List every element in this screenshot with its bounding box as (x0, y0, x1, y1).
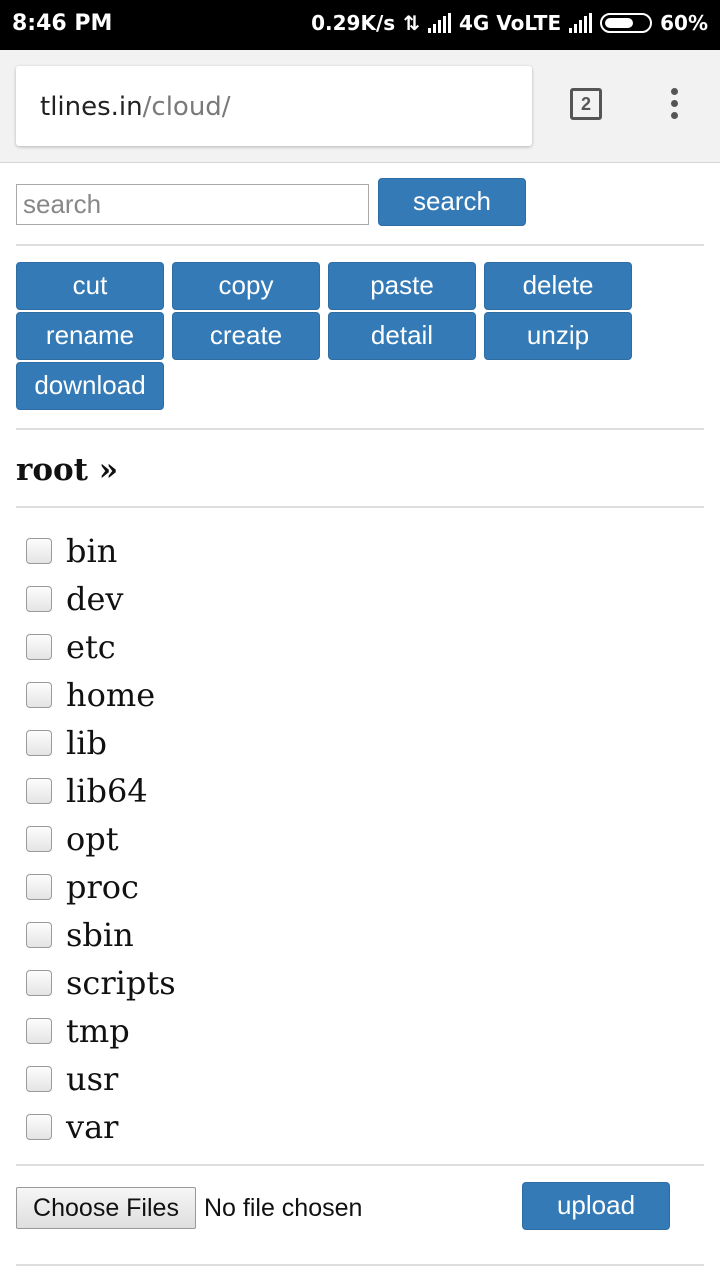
download-button[interactable]: download (16, 362, 164, 410)
file-checkbox[interactable] (26, 682, 52, 708)
search-button[interactable]: search (378, 178, 526, 226)
file-row[interactable]: etc (16, 623, 116, 671)
network-type: 4G VoLTE (458, 11, 562, 35)
file-name-link[interactable]: scripts (66, 964, 176, 1002)
file-checkbox[interactable] (26, 778, 52, 804)
file-name-link[interactable]: etc (66, 628, 116, 666)
unzip-button[interactable]: unzip (484, 312, 632, 360)
file-checkbox[interactable] (26, 634, 52, 660)
signal-icon (427, 13, 451, 33)
file-checkbox[interactable] (26, 1018, 52, 1044)
file-row[interactable]: lib (16, 719, 107, 767)
file-row[interactable]: tmp (16, 1007, 130, 1055)
search-input[interactable] (16, 184, 369, 225)
network-speed: 0.29K/s (311, 11, 396, 35)
tab-switcher-button[interactable]: 2 (570, 88, 602, 120)
status-time: 8:46 PM (12, 11, 113, 36)
url-path: /cloud/ (142, 92, 231, 122)
file-name-link[interactable]: lib (66, 724, 107, 762)
copy-button[interactable]: copy (172, 262, 320, 310)
file-row[interactable]: var (16, 1103, 118, 1151)
file-checkbox[interactable] (26, 970, 52, 996)
file-row[interactable]: proc (16, 863, 139, 911)
file-row[interactable]: bin (16, 527, 117, 575)
file-name-link[interactable]: home (66, 676, 156, 714)
upload-button[interactable]: upload (522, 1182, 670, 1230)
file-name-link[interactable]: dev (66, 580, 124, 618)
file-status-text: No file chosen (204, 1194, 363, 1222)
file-row[interactable]: lib64 (16, 767, 148, 815)
file-row[interactable]: sbin (16, 911, 134, 959)
file-checkbox[interactable] (26, 1114, 52, 1140)
browser-toolbar: tlines.in/cloud/ 2 (0, 50, 720, 163)
address-bar[interactable]: tlines.in/cloud/ (16, 66, 532, 146)
file-checkbox[interactable] (26, 826, 52, 852)
file-name-link[interactable]: usr (66, 1060, 119, 1098)
divider (16, 428, 704, 430)
cut-button[interactable]: cut (16, 262, 164, 310)
file-name-link[interactable]: proc (66, 868, 139, 906)
overflow-menu-icon[interactable] (668, 88, 680, 124)
file-checkbox[interactable] (26, 1066, 52, 1092)
file-name-link[interactable]: lib64 (66, 772, 148, 810)
file-name-link[interactable]: tmp (66, 1012, 130, 1050)
file-checkbox[interactable] (26, 730, 52, 756)
status-bar: 8:46 PM 0.29K/s ⇅ 4G VoLTE 60% (0, 0, 720, 50)
create-button[interactable]: create (172, 312, 320, 360)
file-row[interactable]: scripts (16, 959, 176, 1007)
search-form: search (16, 178, 704, 228)
divider (16, 506, 704, 508)
file-checkbox[interactable] (26, 586, 52, 612)
file-row[interactable]: dev (16, 575, 124, 623)
file-name-link[interactable]: bin (66, 532, 118, 570)
file-name-link[interactable]: opt (66, 820, 119, 858)
file-checkbox[interactable] (26, 538, 52, 564)
status-icons: 0.29K/s ⇅ 4G VoLTE 60% (311, 11, 708, 35)
file-name-link[interactable]: sbin (66, 916, 134, 954)
battery-level: 60% (660, 11, 708, 35)
rename-button[interactable]: rename (16, 312, 164, 360)
signal-icon-2 (569, 13, 593, 33)
breadcrumb[interactable]: root » (16, 452, 119, 488)
choose-files-button[interactable]: Choose Files (16, 1187, 196, 1229)
data-transfer-icon: ⇅ (403, 11, 420, 35)
file-row[interactable]: opt (16, 815, 119, 863)
paste-button[interactable]: paste (328, 262, 476, 310)
upload-form: Choose Files No file chosen upload (16, 1182, 704, 1234)
divider (16, 244, 704, 246)
file-name-link[interactable]: var (66, 1108, 119, 1146)
url-text: tlines.in/cloud/ (40, 92, 231, 122)
divider (16, 1164, 704, 1166)
file-row[interactable]: home (16, 671, 155, 719)
file-row[interactable]: usr (16, 1055, 118, 1103)
battery-icon (600, 13, 653, 33)
delete-button[interactable]: delete (484, 262, 632, 310)
file-checkbox[interactable] (26, 922, 52, 948)
file-checkbox[interactable] (26, 874, 52, 900)
url-host: tlines.in (40, 92, 143, 122)
divider (16, 1264, 704, 1266)
detail-button[interactable]: detail (328, 312, 476, 360)
